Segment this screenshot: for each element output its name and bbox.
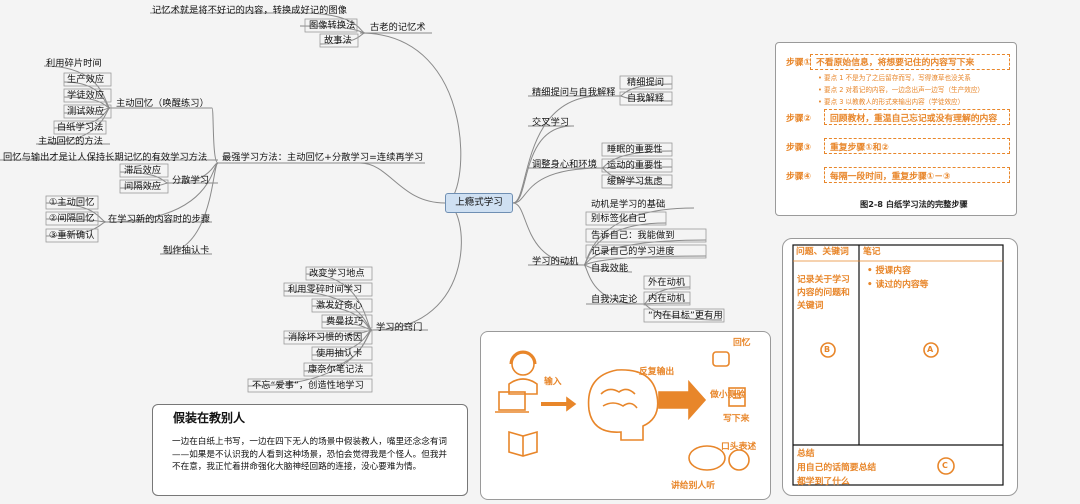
spaced-item[interactable]: 滞后效应 (124, 165, 162, 176)
ancient-item[interactable]: 故事法 (324, 35, 352, 46)
central-topic[interactable]: 上瘾式学习 (445, 193, 513, 213)
branch-body-environment[interactable]: 调整身心和环境 (532, 159, 598, 170)
speak-label: 口头表述 (721, 442, 757, 452)
flashcards-node[interactable]: 制作抽认卡 (163, 245, 210, 256)
note-header: 笔记 (863, 247, 881, 257)
figure-caption: 图2-8 白纸学习法的完整步骤 (860, 199, 968, 209)
teach-body: 一边在白纸上书写，一边在四下无人的场景中假装教人，嘴里还念念有词——如果是不认识… (172, 437, 448, 473)
branch-study-tips[interactable]: 学习的窍门 (376, 322, 423, 333)
input-label: 输入 (544, 377, 562, 387)
branch-motivation[interactable]: 学习的动机 (532, 256, 579, 267)
motivation-item[interactable]: 自我效能 (591, 263, 629, 274)
sd-item[interactable]: 外在动机 (648, 277, 686, 288)
sd-item[interactable]: 内在动机 (648, 293, 686, 304)
sd-item[interactable]: “内在目标”更有用 (648, 310, 723, 321)
self-determination-node[interactable]: 自我决定论 (591, 294, 638, 305)
step-1-text: 不看原始信息，将想要记住的内容写下来 (816, 58, 975, 68)
point-1: • 要点 1 不是为了之后留存而写，写得潦草也没关系 (818, 74, 971, 82)
motivation-item[interactable]: 告诉自己：我能做到 (591, 230, 675, 241)
spaced-learning-node[interactable]: 分散学习 (172, 175, 210, 186)
active-recall-item[interactable]: 利用碎片时间 (46, 58, 102, 69)
tip-item[interactable]: 费曼技巧 (326, 316, 364, 327)
motivation-item[interactable]: 别标签化自己 (591, 213, 647, 224)
feedback-label: 反复输出 (639, 367, 675, 377)
recall-bubble-icon (712, 351, 730, 367)
output-illustration-svg (495, 350, 750, 471)
step-3-tag: 步骤③ (786, 143, 812, 153)
tip-item[interactable]: 不忘“爱事”，创造性地学习 (252, 380, 364, 391)
elaboration-item[interactable]: 精细提问 (627, 77, 665, 88)
summary-line: 总结 (797, 449, 815, 459)
active-recall-item[interactable]: 白纸学习法 (57, 122, 104, 133)
tip-item[interactable]: 使用抽认卡 (316, 348, 363, 359)
summary-line: 用自己的话简要总结 (797, 463, 877, 473)
cue-header: 问题、关键词 (796, 247, 849, 257)
principle-text[interactable]: 回忆与输出才是让人保持长期记忆的有效学习方法 (3, 152, 208, 163)
step-4-text: 每隔一段时间，重复步骤①－③ (830, 172, 951, 182)
label-b-circle (820, 342, 836, 358)
body-item[interactable]: 运动的重要性 (607, 160, 663, 171)
output-illustration-panel: 输入 反复输出 回忆 做小测验 写下来 口头表述 讲给别人听 (480, 331, 771, 500)
speech-bubble-icon (688, 445, 726, 471)
step-1-tag: 步骤① (786, 58, 812, 68)
brain-head-icon (587, 369, 659, 441)
branch-ancient-memory[interactable]: 古老的记忆术 (370, 22, 426, 33)
branch-interleaving[interactable]: 交叉学习 (532, 117, 570, 128)
label-c: C (942, 461, 948, 470)
teach-title: 假装在教别人 (173, 411, 246, 425)
blank-paper-method-panel: 步骤① 不看原始信息，将想要记住的内容写下来 • 要点 1 不是为了之后留存而写… (775, 42, 1017, 216)
active-recall-item[interactable]: 测试效应 (67, 106, 105, 117)
note-item: • 授课内容 (867, 266, 911, 276)
output-arrow-icon (658, 379, 707, 421)
step-item[interactable]: ①主动回忆 (49, 197, 95, 208)
ancient-item[interactable]: 图像转换法 (309, 20, 356, 31)
cornell-grid (792, 244, 1004, 486)
point-2: • 要点 2 对着记的内容，一边念出声一边写（生产效应） (818, 86, 985, 94)
point-3: • 要点 3 以教教人的形式来输出内容（学徒效应） (818, 98, 965, 106)
step-3-text: 重复步骤①和② (830, 143, 889, 153)
cornell-note-panel: 问题、关键词 笔记 记录关于学习内容的问题和关键词 • 授课内容 • 读过的内容… (782, 238, 1018, 496)
elaboration-item[interactable]: 自我解释 (627, 93, 665, 104)
quiz-sheet-icon (728, 387, 746, 407)
active-recall-item[interactable]: 主动回忆的方法 (38, 136, 104, 147)
label-c-circle (937, 457, 955, 475)
tip-item[interactable]: 改变学习地点 (309, 268, 365, 279)
tip-item[interactable]: 激发好奇心 (316, 300, 363, 311)
body-item[interactable]: 睡眠的重要性 (607, 144, 663, 155)
tip-item[interactable]: 利用零碎时间学习 (288, 284, 363, 295)
recall-label: 回忆 (733, 338, 751, 348)
active-recall-node[interactable]: 主动回忆（唤醒练习） (116, 98, 209, 109)
step-2-text: 回顾教材，重温自己忘记或没有理解的内容 (830, 114, 998, 124)
new-content-steps-node[interactable]: 在学习新的内容时的步骤 (108, 214, 211, 225)
motivation-item[interactable]: 记录自己的学习进度 (591, 246, 675, 257)
ancient-item[interactable]: 记忆术就是将不好记的内容，转换成好记的图像 (152, 5, 348, 16)
write-label: 写下来 (723, 414, 750, 424)
listener-face-icon (728, 449, 750, 471)
label-a-circle (923, 342, 939, 358)
summary-line: 都学到了什么 (797, 477, 850, 487)
body-item[interactable]: 缓解学习焦虑 (607, 176, 663, 187)
step-4-tag: 步骤④ (786, 172, 812, 182)
headphones-icon (509, 350, 537, 365)
active-recall-item[interactable]: 学徒效应 (67, 90, 105, 101)
step-item[interactable]: ③重新确认 (49, 230, 95, 241)
active-recall-item[interactable]: 生产效应 (67, 74, 105, 85)
teach-label: 讲给别人听 (671, 481, 715, 491)
pretend-teaching-panel: 假装在教别人 一边在白纸上书写，一边在四下无人的场景中假装教人，嘴里还念念有词—… (152, 404, 468, 496)
spaced-item[interactable]: 间隔效应 (124, 181, 162, 192)
note-item: • 读过的内容等 (867, 280, 929, 290)
step-2-tag: 步骤② (786, 114, 812, 124)
label-b: B (824, 345, 831, 354)
tip-item[interactable]: 消除坏习惯的诱因 (288, 332, 363, 343)
branch-elaboration[interactable]: 精细提问与自我解释 (532, 87, 616, 98)
step-item[interactable]: ②间隔回忆 (49, 213, 95, 224)
motivation-item[interactable]: 动机是学习的基础 (591, 199, 666, 210)
cue-text: 记录关于学习内容的问题和关键词 (797, 275, 850, 311)
branch-strongest-method[interactable]: 最强学习方法：主动回忆+分散学习=连续再学习 (222, 152, 424, 163)
label-a: A (927, 345, 934, 354)
laptop-icon (498, 391, 526, 411)
tip-item[interactable]: 康奈尔笔记法 (308, 364, 364, 375)
quiz-label: 做小测验 (710, 390, 746, 400)
